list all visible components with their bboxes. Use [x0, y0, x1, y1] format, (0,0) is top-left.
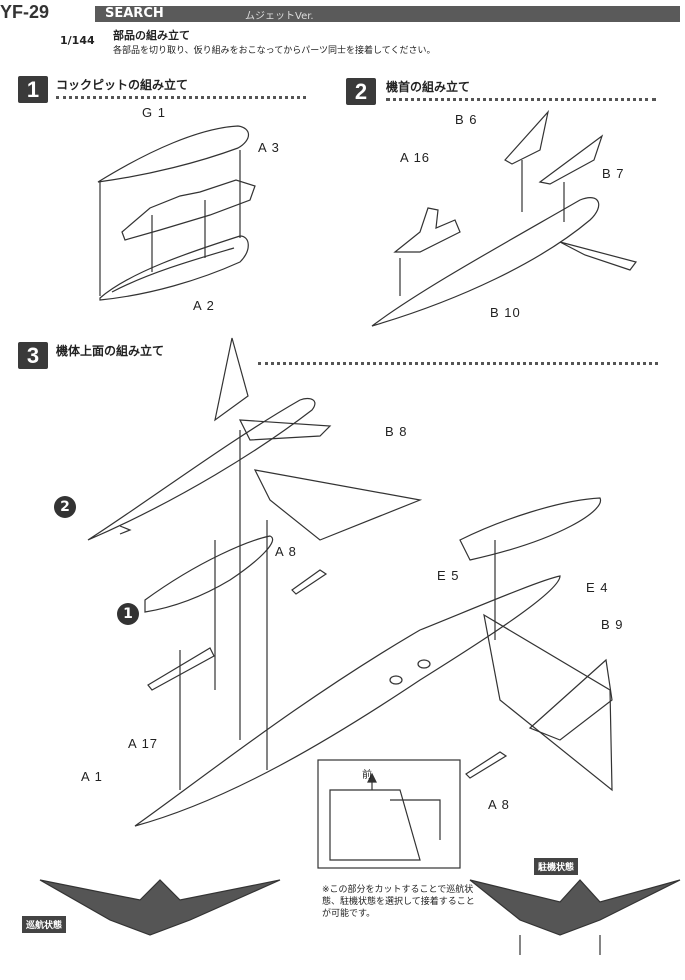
label-b6: B 6	[455, 112, 478, 127]
nose-fin	[559, 241, 638, 271]
vertical-fin	[214, 337, 249, 422]
step-1-guides	[99, 150, 241, 296]
nose-b10-part	[371, 197, 600, 327]
label-e4: E 4	[586, 580, 609, 595]
step-3-number: 3	[18, 342, 48, 369]
parked-state-badge: 駐機状態	[534, 858, 579, 875]
pod-a8-top	[291, 569, 328, 595]
series-fragment: SEARCH	[105, 6, 164, 21]
pod-a8-bottom	[465, 751, 508, 779]
title-bar: SEARCH ムジェットVer.	[95, 6, 680, 22]
cruise-state-badge: 巡航状態	[22, 916, 67, 933]
step-2-title: 機首の組み立て	[386, 80, 471, 94]
part-e4	[459, 497, 602, 561]
version-label: ムジェットVer.	[245, 11, 314, 22]
nozzle-left	[389, 675, 403, 685]
label-b10: B 10	[490, 305, 521, 320]
cockpit-a3-part	[121, 179, 256, 241]
intro-text: 各部品を切り取り、仮り組みをおこなってからパーツ同士を接着してください。	[113, 46, 436, 56]
step-3-title: 機体上面の組み立て	[56, 344, 165, 358]
cruise-state-front-view	[39, 879, 281, 936]
label-a2: A 2	[193, 298, 215, 313]
label-a8-top: A 8	[275, 544, 297, 559]
cut-note: ※この部分をカットすることで巡航状態、駐機状態を選択して接着することが可能です。	[322, 885, 475, 919]
step-2-divider	[386, 98, 656, 101]
label-a17: A 17	[128, 736, 159, 751]
part-b9	[528, 658, 613, 741]
step-1-number: 1	[18, 76, 48, 103]
step-2-number: 2	[346, 78, 376, 105]
label-b7: B 7	[602, 166, 625, 181]
upper-fuselage-assembly	[87, 397, 316, 541]
forward-mark: 前	[362, 770, 372, 781]
canopy-g1-part	[97, 125, 250, 183]
nozzle-right	[417, 659, 431, 669]
parked-state-front-view	[469, 879, 681, 955]
step-3-guides	[179, 430, 496, 790]
part-a17	[147, 647, 215, 691]
label-a8-bottom: A 8	[488, 797, 510, 812]
label-g1: G 1	[142, 105, 166, 120]
detail-inset-box	[317, 759, 461, 869]
callout-circle-1: 1	[117, 603, 139, 625]
part-b6	[504, 109, 550, 165]
label-b8: B 8	[385, 424, 408, 439]
step-1-divider	[56, 96, 306, 99]
label-a3: A 3	[258, 140, 280, 155]
intro-heading: 部品の組み立て	[113, 29, 190, 42]
scale-label: 1/144	[60, 34, 95, 47]
step-3-divider	[258, 362, 658, 365]
label-a16: A 16	[400, 150, 431, 165]
canopy-overlay	[144, 535, 274, 613]
part-a16	[393, 207, 461, 253]
step-1-title: コックピットの組み立て	[56, 78, 189, 92]
main-body-a1	[134, 575, 561, 827]
label-b9: B 9	[601, 617, 624, 632]
tub-a2-part	[99, 235, 249, 301]
callout-circle-2: 2	[54, 496, 76, 518]
model-title: YF-29	[0, 2, 50, 22]
wing-b8	[253, 469, 423, 541]
label-a1: A 1	[81, 769, 103, 784]
label-e5: E 5	[437, 568, 460, 583]
part-b7	[538, 134, 604, 185]
